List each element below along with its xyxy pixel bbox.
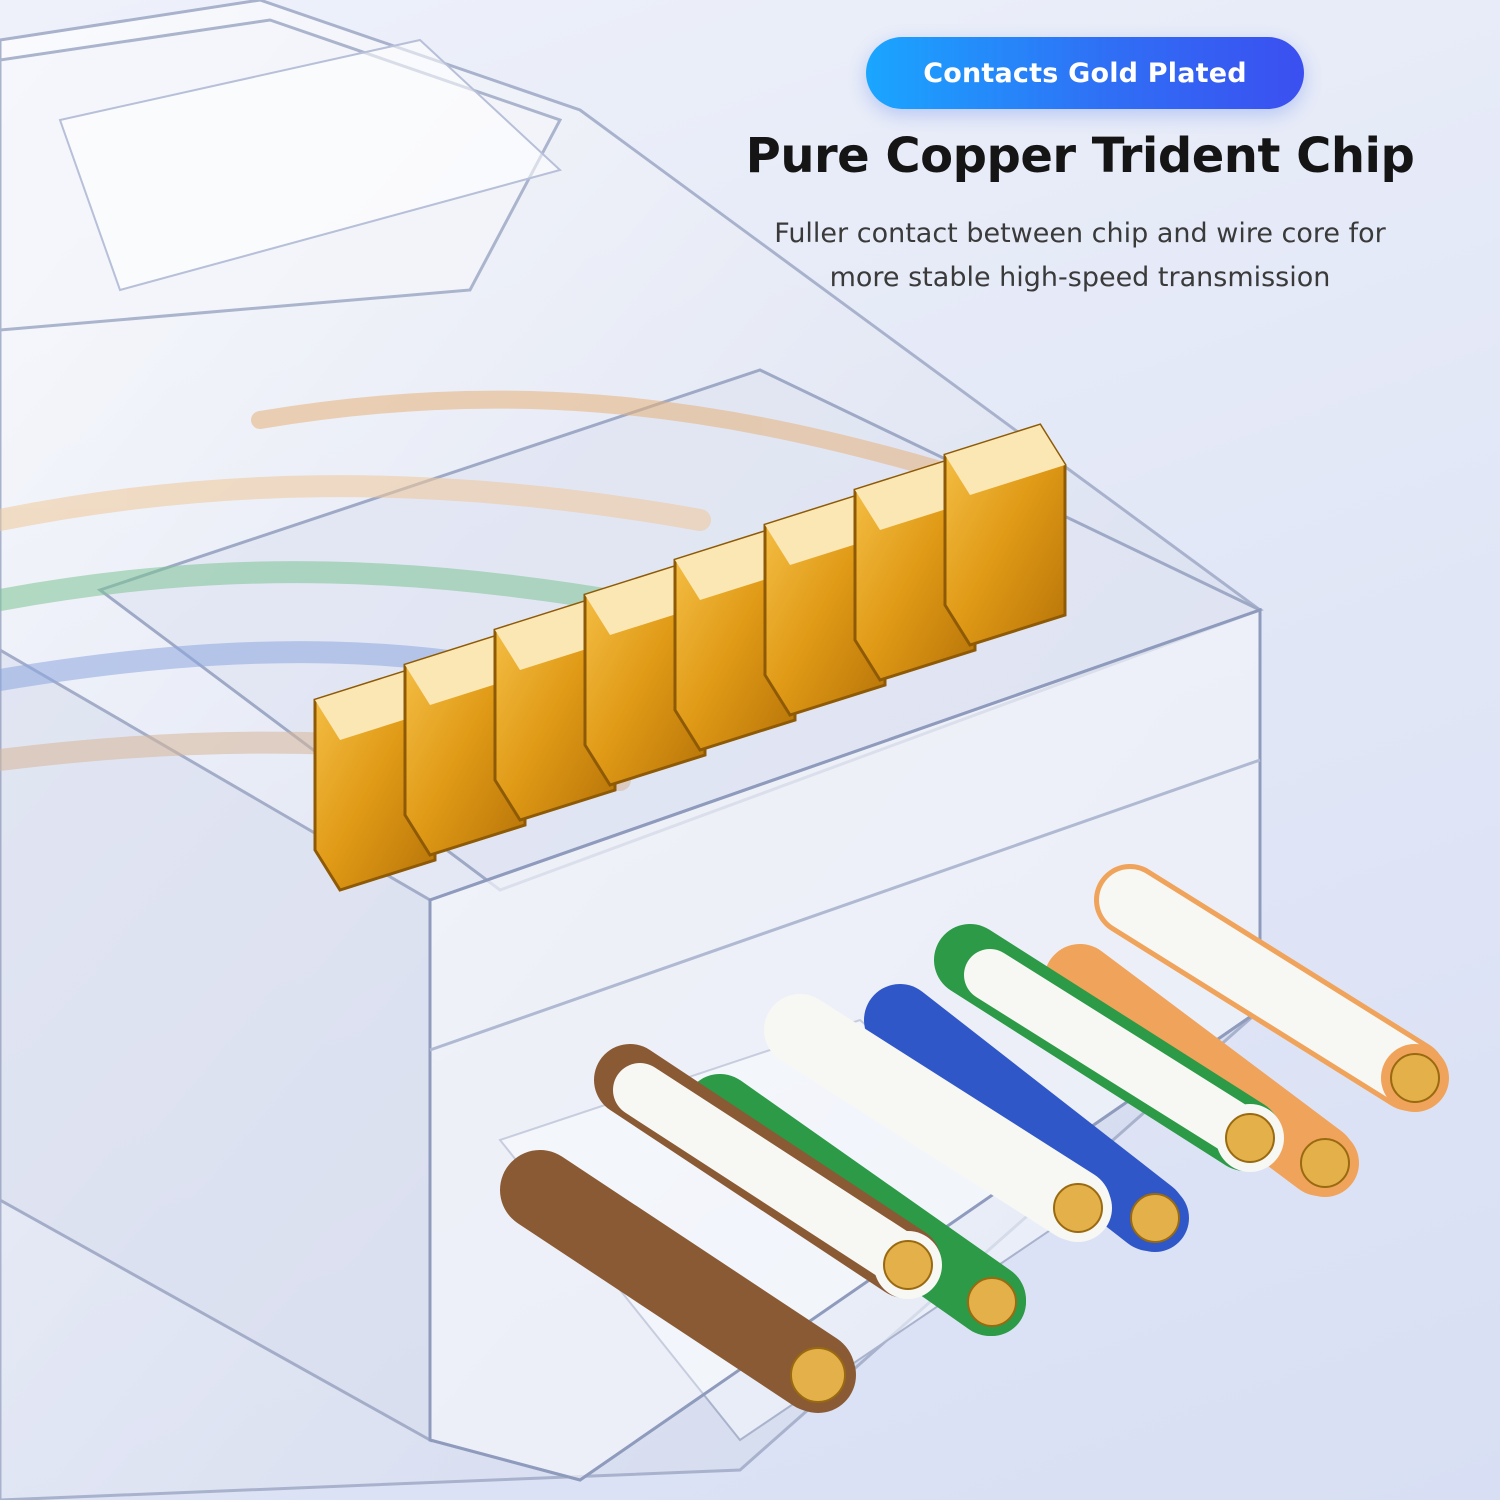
gold-contacts xyxy=(313,423,1067,892)
feature-badge: Contacts Gold Plated xyxy=(866,37,1304,109)
wire-blue xyxy=(864,984,1189,1252)
wire-white-blue xyxy=(764,994,1112,1242)
subtitle-line: Fuller contact between chip and wire cor… xyxy=(774,218,1386,249)
subtitle-line: more stable high-speed transmission xyxy=(829,262,1331,293)
page-title: Pure Copper Trident Chip xyxy=(745,128,1415,184)
wire-white-brown xyxy=(594,1044,942,1299)
wire-white-orange xyxy=(1094,864,1449,1112)
wire-ends xyxy=(500,864,1449,1413)
subtitle: Fuller contact between chip and wire cor… xyxy=(700,212,1460,300)
wire-brown xyxy=(500,1150,856,1413)
wire-white-green xyxy=(934,924,1284,1172)
gold-contact xyxy=(943,423,1067,647)
